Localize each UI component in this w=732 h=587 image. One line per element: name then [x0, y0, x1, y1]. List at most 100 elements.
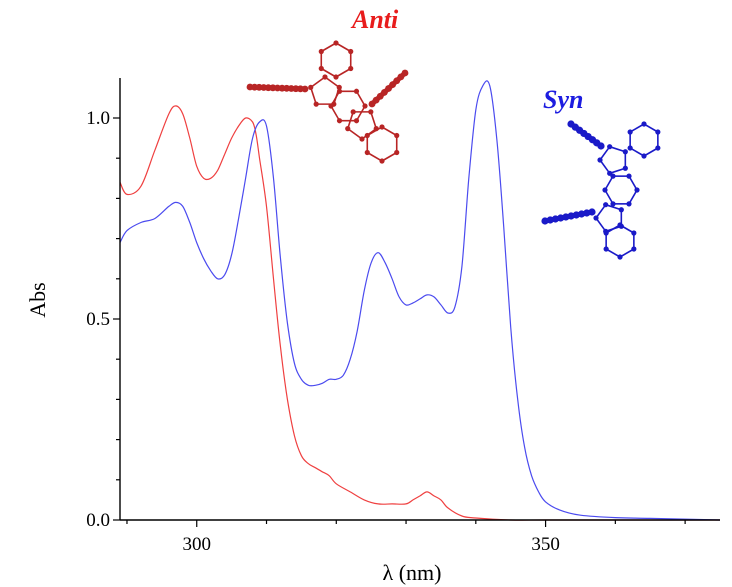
bond [335, 42, 352, 53]
atom [627, 129, 633, 135]
bond [355, 105, 366, 122]
atom [336, 118, 343, 124]
atom [401, 69, 409, 77]
atom [364, 132, 370, 139]
bond [605, 224, 621, 234]
series-line-syn [119, 80, 721, 521]
x-tick-label-300: 300 [182, 534, 211, 555]
bond [324, 76, 340, 89]
bond [335, 67, 352, 78]
atom [353, 88, 360, 94]
atom [641, 153, 647, 159]
bond [346, 111, 354, 129]
atom [336, 88, 343, 94]
bond [320, 67, 337, 78]
y-axis-ticks [113, 117, 120, 521]
atom [333, 74, 339, 80]
bond [619, 224, 635, 234]
atom [603, 202, 609, 208]
atom [597, 157, 603, 163]
bond [599, 159, 611, 174]
x-axis-ticks [126, 520, 686, 527]
atom [617, 254, 623, 260]
atom [322, 74, 328, 80]
atom [626, 173, 632, 179]
y-tick-label-1-0: 1.0 [86, 108, 110, 129]
atom [301, 85, 309, 93]
atom [610, 173, 616, 179]
atom [597, 142, 605, 150]
atom [362, 103, 368, 109]
bond [609, 145, 626, 153]
bond [381, 126, 398, 137]
bond [381, 151, 398, 162]
bond [366, 126, 383, 137]
atom [627, 145, 633, 151]
atom [313, 101, 319, 107]
atom [348, 48, 354, 55]
atom [318, 65, 324, 72]
atom [379, 158, 385, 164]
bond [643, 123, 659, 133]
atom [610, 201, 616, 207]
bond [604, 175, 614, 191]
atom [655, 145, 661, 151]
bond [330, 90, 341, 107]
y-tick-label-0: 0.0 [86, 510, 110, 531]
x-axis-label: λ (nm) [383, 560, 442, 585]
atom [308, 84, 314, 90]
bond [628, 189, 638, 205]
anti-molecule-structure [246, 40, 409, 164]
plot-area [119, 80, 721, 521]
atom [603, 230, 609, 236]
bond [595, 217, 607, 232]
y-axis-label: Abs [25, 282, 50, 317]
atom [318, 48, 324, 55]
atom [588, 208, 596, 216]
atom [350, 109, 356, 115]
atom [622, 165, 628, 171]
bond [347, 127, 363, 140]
atom [603, 246, 609, 252]
bond [599, 146, 611, 161]
bond [604, 189, 614, 205]
atom [641, 121, 647, 127]
bond [628, 175, 638, 191]
atom [333, 40, 339, 46]
atom [617, 222, 623, 228]
bond [366, 151, 383, 162]
bond [629, 147, 645, 157]
bond [605, 203, 622, 211]
bond [355, 90, 366, 107]
bond [609, 167, 626, 175]
atom [353, 118, 360, 124]
atom [618, 207, 624, 213]
atom [634, 187, 640, 193]
bond [309, 87, 317, 105]
series-label-syn: Syn [543, 85, 583, 114]
atom [394, 149, 400, 156]
x-tick-label-350: 350 [531, 534, 560, 555]
atom [359, 136, 365, 142]
atom [394, 132, 400, 139]
bond [619, 248, 635, 258]
y-tick-label-0-5: 0.5 [86, 309, 110, 330]
bond [595, 204, 607, 219]
bond [605, 248, 621, 258]
atom [593, 215, 599, 221]
atom [368, 109, 374, 115]
bond [320, 42, 337, 53]
atom [345, 126, 351, 132]
atom [607, 144, 613, 150]
bond [330, 105, 341, 122]
atom [336, 84, 342, 90]
atom [622, 149, 628, 155]
atom [348, 65, 354, 72]
atom [655, 129, 661, 135]
series-label-anti: Anti [350, 5, 399, 34]
bond [629, 123, 645, 133]
series-line-anti [119, 105, 720, 521]
atom [602, 187, 608, 193]
atom [328, 103, 334, 109]
